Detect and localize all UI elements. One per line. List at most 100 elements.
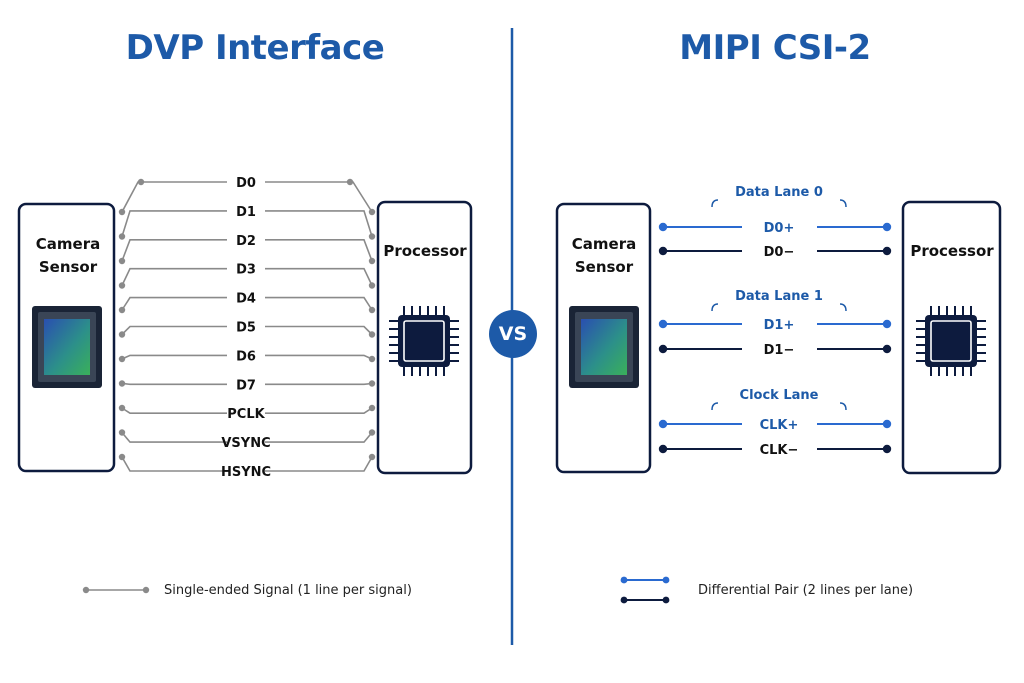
mipi-neg-dot — [658, 246, 668, 256]
signal-dot — [118, 282, 126, 289]
mipi-processor-chip-icon — [916, 306, 986, 376]
signal-dot — [118, 233, 126, 240]
mipi-neg-label: CLK− — [760, 443, 799, 458]
signal-wire-left — [121, 431, 227, 443]
dvp-signal-label: D5 — [236, 321, 256, 336]
dvp-signal-label: D7 — [236, 378, 256, 393]
mipi-legend-dot — [620, 596, 628, 604]
signal-dot — [118, 331, 126, 338]
signal-dot — [368, 306, 376, 314]
dvp-title: DVP Interface — [125, 28, 385, 68]
mipi-neg-label: D0− — [764, 245, 795, 260]
mipi-pos-dot — [658, 319, 668, 329]
signal-wire-left — [121, 456, 227, 472]
signal-wire-left — [121, 210, 227, 237]
signal-dot — [118, 208, 126, 216]
signal-wire-right — [265, 325, 373, 336]
dvp-sensor-label-line1: Camera — [36, 235, 100, 253]
mipi-sensor-chip-icon — [569, 306, 639, 388]
signal-dot — [118, 453, 126, 461]
signal-wire-left — [121, 325, 227, 336]
signal-wire-right — [265, 296, 373, 311]
mipi-legend-dot — [662, 576, 670, 584]
dvp-processor-chip-icon — [389, 306, 459, 376]
dvp-signal-label: D4 — [236, 292, 256, 307]
dvp-signal-label: D1 — [236, 205, 256, 220]
dvp-signal-label: PCLK — [227, 407, 265, 422]
mipi-lane-data-lane-1 — [658, 319, 892, 354]
mipi-pos-dot — [882, 222, 892, 232]
dvp-signal-d2 — [118, 239, 376, 265]
signal-wire-right — [265, 382, 373, 386]
signal-dot — [368, 404, 376, 412]
signal-dot — [118, 355, 126, 363]
chip-body — [398, 315, 450, 367]
mipi-lane-data-lane-0 — [658, 222, 892, 256]
vs-badge: VS — [489, 310, 537, 358]
signal-dot — [368, 429, 376, 436]
mipi-lane-brace — [711, 199, 847, 208]
mipi-title: MIPI CSI-2 — [679, 28, 871, 68]
signal-wire-left — [121, 181, 227, 213]
dvp-signal-d6 — [118, 354, 376, 363]
signal-wire-right — [265, 431, 373, 443]
signal-wire-left — [121, 407, 227, 414]
mipi-neg-dot — [882, 246, 892, 256]
dvp-signal-label: D6 — [236, 349, 256, 364]
signal-dot — [368, 355, 376, 363]
mipi-legend-dot — [620, 576, 628, 584]
signal-dot — [118, 380, 126, 387]
mipi-lane-name: Data Lane 0 — [735, 185, 823, 200]
chip-body — [925, 315, 977, 367]
mipi-lane-name: Clock Lane — [740, 388, 819, 403]
dvp-signal-label: VSYNC — [221, 436, 270, 451]
dvp-legend-text: Single-ended Signal (1 line per signal) — [164, 583, 412, 598]
signal-dot — [118, 257, 126, 265]
signal-wire-left — [121, 382, 227, 386]
dvp-signal-d5 — [118, 325, 376, 338]
signal-wire-right — [265, 181, 373, 213]
mipi-pos-dot — [658, 419, 668, 429]
mipi-legend-text: Differential Pair (2 lines per lane) — [698, 583, 914, 598]
mipi-pos-label: CLK+ — [760, 418, 799, 433]
mipi-legend-dot — [662, 596, 670, 604]
mipi-pos-dot — [882, 319, 892, 329]
dvp-signal-d3 — [118, 267, 376, 289]
signal-wire-left — [121, 239, 227, 262]
dvp-legend-dot — [82, 586, 90, 594]
sensor-die — [44, 319, 90, 375]
mipi-lane-brace — [711, 303, 847, 312]
signal-wire-right — [265, 407, 373, 414]
mipi-neg-dot — [882, 444, 892, 454]
mipi-lane-name: Data Lane 1 — [735, 289, 823, 304]
mipi-processor-label: Processor — [910, 242, 994, 260]
signal-wire-right — [265, 456, 373, 472]
mipi-lane-clock-lane — [658, 419, 892, 454]
dvp-sensor-label-line2: Sensor — [39, 258, 98, 276]
dvp-signal-label: HSYNC — [221, 465, 271, 480]
mipi-lane-brace — [711, 402, 847, 411]
signal-dot — [368, 257, 376, 265]
signal-dot — [118, 429, 126, 436]
dvp-signal-d7 — [118, 380, 376, 387]
signal-wire-left — [121, 354, 227, 360]
signal-dot — [137, 178, 145, 186]
mipi-sensor-label-line2: Sensor — [575, 258, 634, 276]
dvp-sensor-chip-icon — [32, 306, 102, 388]
mipi-neg-label: D1− — [764, 343, 795, 358]
signal-dot — [346, 178, 354, 186]
dvp-signal-d1 — [118, 210, 376, 240]
signal-dot — [368, 331, 376, 338]
signal-dot — [368, 380, 376, 387]
chip-core — [930, 320, 972, 362]
signal-wire-right — [265, 267, 373, 286]
signal-wire-right — [265, 239, 373, 262]
signal-dot — [368, 233, 376, 240]
signal-wire-left — [121, 296, 227, 311]
signal-dot — [118, 404, 126, 412]
dvp-signal-pclk — [118, 404, 376, 414]
dvp-legend-dot — [142, 586, 150, 594]
dvp-signal-d0 — [118, 178, 376, 216]
signal-dot — [118, 306, 126, 314]
